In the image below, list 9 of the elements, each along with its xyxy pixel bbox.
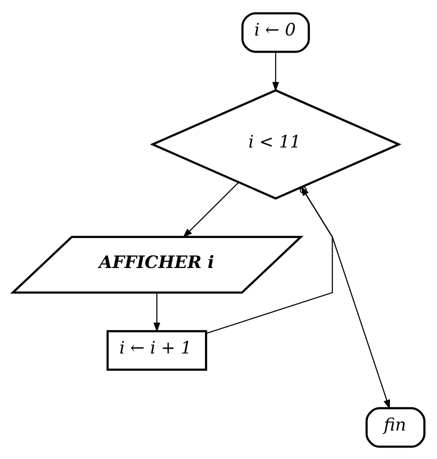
arrow (272, 52, 280, 92)
node-box: fin (366, 406, 426, 448)
node-diamond: i < 11 (150, 88, 402, 200)
arrow (206, 186, 333, 334)
arrow (300, 186, 390, 409)
node-box: i ← i + 1 (106, 330, 208, 370)
arrow (153, 292, 160, 332)
node-box: i ← 0 (241, 12, 310, 52)
arrow (182, 181, 240, 238)
